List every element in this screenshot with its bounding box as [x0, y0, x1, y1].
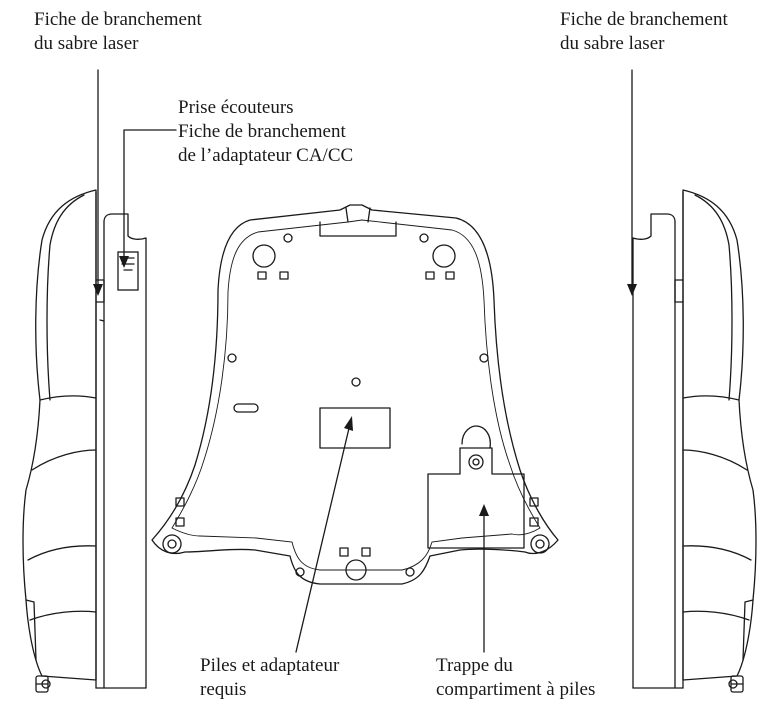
label-saber-plug-left: Fiche de branchement du sabre laser — [34, 8, 202, 56]
label-line: de l’adaptateur CA/CC — [178, 145, 354, 166]
leader-lines — [93, 69, 637, 653]
right-side-view — [632, 189, 757, 693]
label-line: du sabre laser — [560, 33, 665, 54]
label-line: Fiche de branchement — [560, 9, 728, 30]
label-saber-plug-right: Fiche de branchement du sabre laser — [560, 8, 728, 56]
label-line: du sabre laser — [34, 33, 139, 54]
bottom-view — [151, 204, 559, 585]
label-battery-door: Trappe du compartiment à piles — [436, 654, 595, 702]
label-line: Fiche de branchement — [34, 9, 202, 30]
label-line: Trappe du — [436, 655, 513, 676]
label-line: Prise écouteurs — [178, 97, 294, 118]
label-line: compartiment à piles — [436, 679, 596, 700]
label-headphone-adapter: Prise écouteurs Fiche de branchement de … — [178, 96, 353, 168]
label-line: Piles et adaptateur — [200, 655, 340, 676]
left-side-view — [22, 189, 147, 693]
label-batteries-required: Piles et adaptateur requis — [200, 654, 339, 702]
label-line: Fiche de branchement — [178, 121, 346, 142]
label-line: requis — [200, 679, 247, 700]
